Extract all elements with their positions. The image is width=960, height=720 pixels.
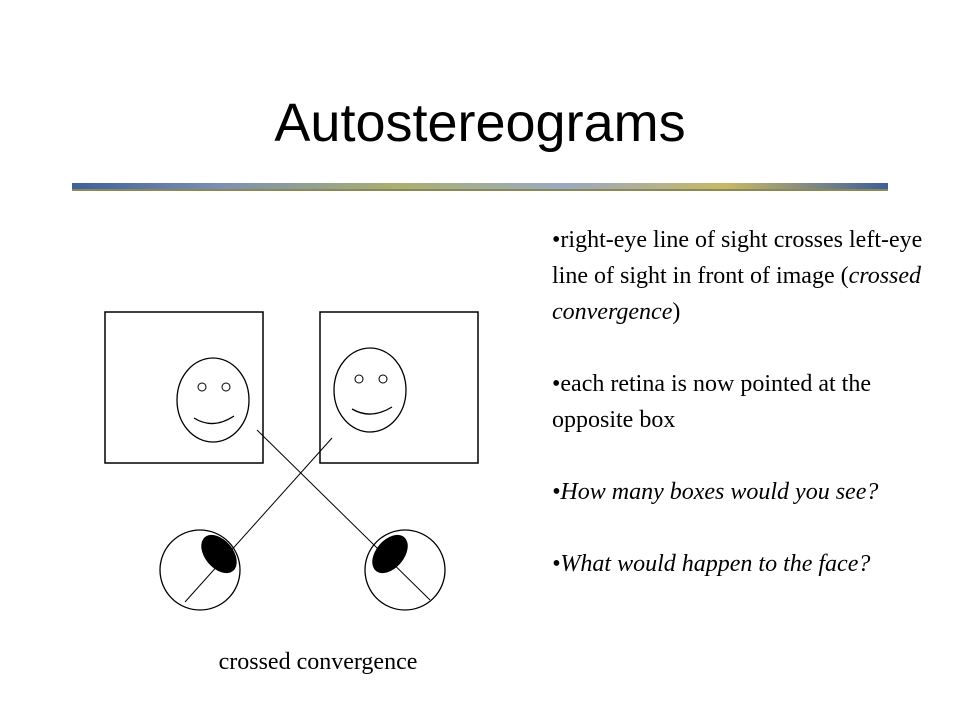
bullet-3-text: How many boxes would you see?: [560, 479, 879, 505]
left-box: [104, 311, 264, 464]
left-face-mouth: [193, 415, 235, 425]
bullet-crossed-lines: •right-eye line of sight crosses left-ey…: [552, 227, 923, 325]
diagram-caption: crossed convergence: [218, 649, 418, 675]
bullet-1-text: right-eye line of sight crosses left-eye…: [552, 227, 923, 289]
right-pupil: [372, 534, 408, 574]
bullet-retina: •each retina is now pointed at the oppos…: [552, 371, 871, 433]
left-face-eye-left: [197, 382, 207, 392]
bullet-question-boxes: •How many boxes would you see?: [552, 479, 879, 505]
title-rule: [72, 183, 888, 191]
left-pupil: [201, 534, 237, 574]
right-face: [333, 347, 407, 433]
left-face-eye-right: [221, 382, 231, 392]
bullet-question-face: •What would happen to the face?: [552, 551, 871, 577]
right-face-mouth: [351, 406, 393, 415]
left-face: [176, 357, 250, 443]
right-eye-line-of-sight: [256, 429, 431, 601]
bullet-4-text: What would happen to the face?: [560, 551, 871, 577]
right-box: [319, 311, 479, 464]
bullet-list: •right-eye line of sight crosses left-ey…: [552, 222, 952, 618]
left-eye-line-of-sight: [184, 437, 333, 603]
slide-title: Autostereograms: [274, 93, 686, 153]
bullet-1-close: ): [672, 299, 681, 325]
right-eyeball: [364, 529, 446, 611]
right-face-eye-left: [354, 374, 364, 384]
right-face-eye-right: [378, 374, 388, 384]
left-eyeball: [159, 529, 241, 611]
bullet-2-text: each retina is now pointed at the opposi…: [552, 371, 871, 433]
bullet-1-italic: crossed convergence: [552, 263, 922, 325]
